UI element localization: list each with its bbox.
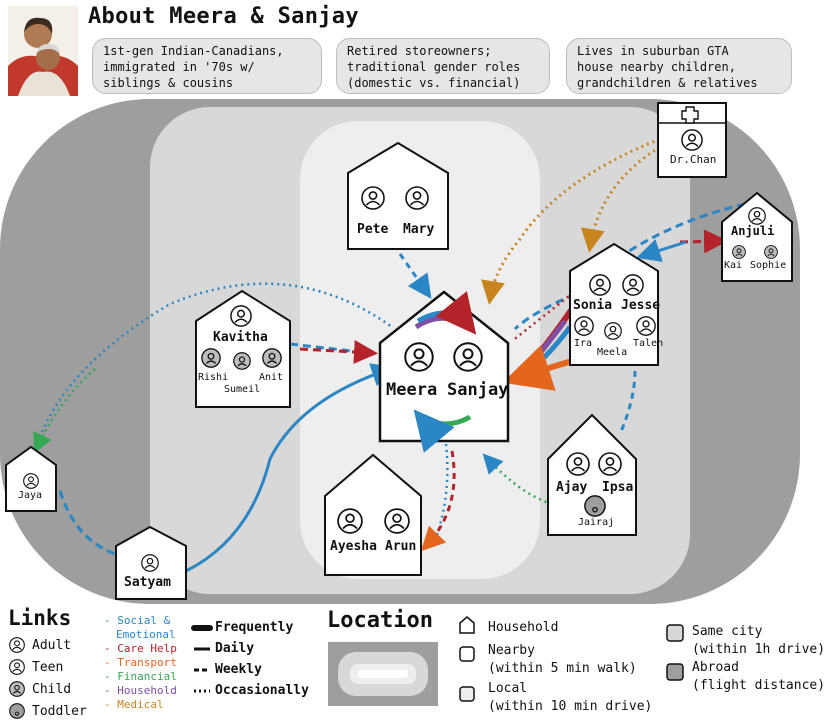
legend-daily: Daily (215, 641, 255, 656)
legend-teen: Teen (32, 660, 64, 675)
house-pete-mary (347, 141, 449, 250)
house-ajay-ipsa (547, 413, 637, 536)
label-arun: Arun (385, 539, 417, 554)
samecity-legend-swatch (666, 624, 684, 642)
legend-adult: Adult (32, 638, 72, 653)
legend-emotional: Emotional (116, 628, 176, 641)
house-ayesha-arun (324, 453, 422, 576)
legend-loc-household: Household (488, 620, 559, 635)
legend-loc-city-sub: (within 1h drive) (692, 642, 825, 657)
legend: Links Adult Teen Child Toddler - Social … (8, 606, 825, 719)
legend-financial: Financial (117, 670, 177, 683)
label-talen: Talen (633, 338, 664, 349)
legend-frequently: Frequently (215, 620, 294, 635)
link-satyam-social (185, 363, 396, 573)
label-sonia: Sonia (573, 298, 613, 313)
label-ipsa: Ipsa (602, 480, 634, 495)
link-ajay-center (482, 453, 553, 506)
label-sanjay: Sanjay (447, 380, 509, 400)
legend-household: Household (117, 684, 177, 697)
label-sophie: Sophie (750, 260, 787, 271)
legend-loc-local: Local (488, 681, 528, 696)
adult-icon (404, 342, 434, 372)
legend-loc-local-sub: (within 10 min drive) (488, 699, 653, 714)
teen-legend-icon (9, 659, 25, 675)
link-jaya-satyam (58, 490, 116, 556)
label-sumeil: Sumeil (224, 384, 261, 395)
legend-location-title: Location (327, 608, 433, 633)
label-ira: Ira (574, 338, 593, 349)
label-kavitha: Kavitha (213, 330, 268, 345)
nearby-legend-swatch (459, 646, 475, 662)
label-meela: Meela (597, 347, 628, 358)
link-sonia-ajay (618, 370, 637, 435)
label-jesse: Jesse (621, 298, 661, 313)
fact-residence: Lives in suburban GTA house nearby child… (566, 38, 792, 94)
house-kavitha (195, 289, 291, 408)
link-kavitha-social (289, 342, 379, 356)
label-ajay: Ajay (556, 480, 588, 495)
abroad-legend-swatch (666, 663, 684, 681)
legend-loc-nearby: Nearby (488, 643, 535, 658)
adult-icon (453, 342, 483, 372)
household-legend-icon (459, 616, 475, 634)
fact-immigration: 1st-gen Indian-Canadians, immigrated in … (92, 38, 322, 94)
legend-links-title: Links (8, 606, 72, 630)
medical-cross-icon (681, 106, 699, 124)
house-anjuli (721, 191, 793, 282)
label-satyam: Satyam (124, 575, 171, 590)
legend-loc-city: Same city (692, 624, 763, 639)
house-sonia-jesse (569, 242, 659, 366)
link-drchan-center (481, 137, 661, 305)
label-ayesha: Ayesha (330, 539, 377, 554)
legend-medical: Medical (117, 698, 164, 711)
legend-care: Care Help (117, 642, 177, 655)
legend-child: Child (32, 682, 72, 697)
couple-photo (8, 6, 78, 96)
label-meera: Meera (386, 380, 438, 400)
legend-loc-abroad-sub: (flight distance) (692, 678, 825, 693)
family-network-map: Meera Sanjay Pete Mary Kavitha Rishi Sum… (0, 99, 800, 604)
label-rishi: Rishi (198, 372, 229, 383)
legend-weekly: Weekly (215, 662, 262, 677)
location-zone-mini-map (328, 642, 438, 706)
link-jaya-social (34, 282, 393, 450)
fact-occupation: Retired storeowners; traditional gender … (336, 38, 550, 94)
page-title: About Meera & Sanjay (88, 4, 359, 29)
legend-occasionally: Occasionally (215, 683, 309, 698)
link-ayesha-care (420, 450, 456, 552)
link-anjuli-sonia (636, 239, 687, 262)
label-kai: Kai (724, 260, 743, 271)
toddler-legend-icon (9, 703, 25, 719)
legend-toddler: Toddler (32, 704, 87, 719)
legend-transport: Transport (117, 656, 177, 669)
adult-legend-icon (9, 637, 25, 653)
legend-social: Social & (117, 614, 171, 627)
legend-loc-abroad: Abroad (692, 660, 739, 675)
link-sonia-transport (502, 345, 573, 391)
label-jairaj: Jairaj (578, 517, 615, 528)
label-anjuli: Anjuli (731, 224, 775, 238)
link-petemary-social (398, 253, 432, 299)
child-legend-icon (9, 681, 25, 697)
label-pete: Pete (357, 222, 389, 237)
link-anjuli-sonia-care (679, 229, 728, 254)
label-mary: Mary (403, 222, 435, 237)
label-jaya: Jaya (18, 490, 43, 501)
local-legend-swatch (459, 686, 475, 702)
label-anit: Anit (259, 372, 284, 383)
label-drchan: Dr.Chan (670, 153, 717, 166)
legend-loc-nearby-sub: (within 5 min walk) (488, 661, 637, 676)
